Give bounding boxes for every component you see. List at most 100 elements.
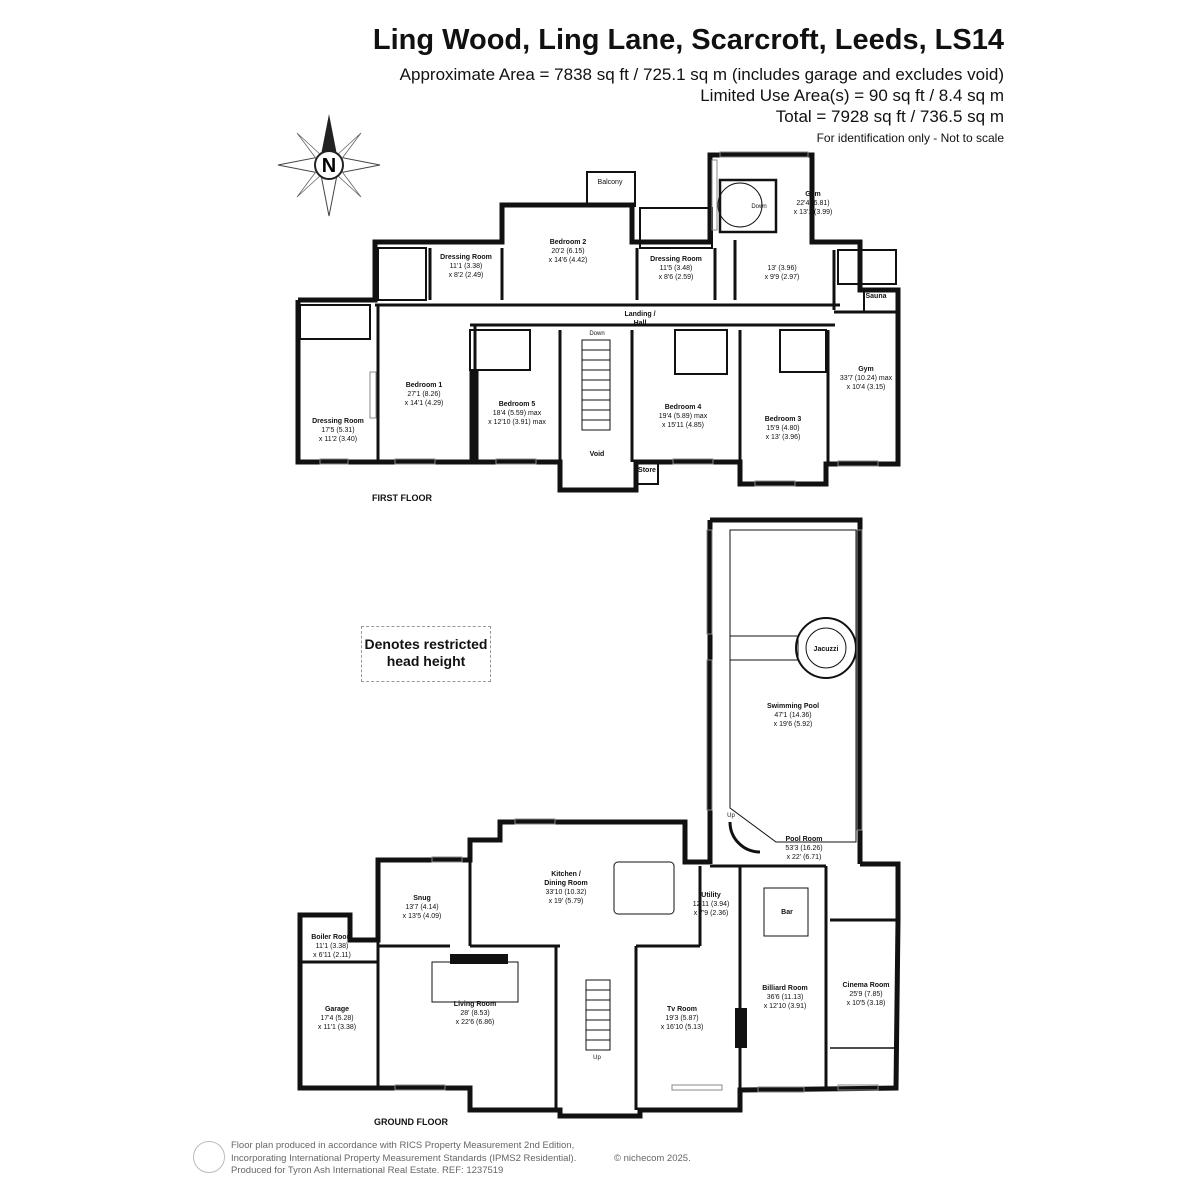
void-label: Void [590,451,605,458]
svg-text:x 6'11 (2.11): x 6'11 (2.11) [313,952,351,959]
svg-text:x 10'5 (3.18): x 10'5 (3.18) [847,1000,886,1007]
first-floor-stairs [581,178,778,431]
tv-room: Tv Room 19'3 (5.87) x 16'10 (5.13) [661,1006,704,1031]
gym-right: Gym 33'7 (10.24) max x 10'4 (3.15) [840,366,893,391]
pool-room: Pool Room 53'3 (16.26) x 22' (6.71) [785,836,822,861]
bedroom-1: Bedroom 1 27'1 (8.26) x 14'1 (4.29) [405,382,444,407]
svg-text:17'5 (5.31): 17'5 (5.31) [321,427,354,434]
footer-line-3: Produced for Tyron Ash International Rea… [231,1165,504,1176]
svg-text:Bedroom 1: Bedroom 1 [406,382,443,389]
svg-text:Bedroom 2: Bedroom 2 [550,239,587,246]
stairs-up-label: Up [593,1055,601,1061]
svg-text:Gym: Gym [858,366,874,373]
svg-text:x 11'1 (3.38): x 11'1 (3.38) [318,1024,356,1031]
svg-text:x 15'11 (4.85): x 15'11 (4.85) [662,422,704,429]
svg-text:18'4 (5.59) max: 18'4 (5.59) max [493,410,542,417]
svg-text:x 7'9 (2.36): x 7'9 (2.36) [694,910,729,917]
bedroom-3: Bedroom 3 15'9 (4.80) x 13' (3.96) [765,416,802,441]
bar-label: Bar [781,909,793,916]
landing-hall: Landing / Hall [624,311,655,327]
cinema-room: Cinema Room 25'9 (7.85) x 10'5 (3.18) [842,982,889,1007]
footer-line-2: Incorporating International Property Mea… [231,1152,577,1164]
gym-top-small: 13' (3.96) x 9'9 (2.97) [765,265,800,281]
svg-text:x 10'4 (3.15): x 10'4 (3.15) [847,384,886,391]
approximate-area: Approximate Area = 7838 sq ft / 725.1 sq… [399,65,1004,84]
svg-text:Dressing Room: Dressing Room [312,418,364,425]
svg-text:x 12'10 (3.91): x 12'10 (3.91) [764,1003,807,1010]
jacuzzi-label: Jacuzzi [814,646,839,653]
svg-text:Bedroom 4: Bedroom 4 [665,404,702,411]
spiral-down-label: Down [751,204,766,210]
ground-floor-label: GROUND FLOOR [374,1117,448,1127]
dressing-room-b: Dressing Room 11'5 (3.48) x 8'6 (2.59) [650,256,702,281]
svg-text:x 8'2 (2.49): x 8'2 (2.49) [449,272,484,279]
svg-text:22'4 (6.81): 22'4 (6.81) [796,200,829,207]
ground-floor-windows [394,529,879,1093]
compass-letter: N [322,155,336,177]
dressing-room-a: Dressing Room 11'1 (3.38) x 8'2 (2.49) [440,254,492,279]
store-label: Store [638,467,656,474]
identification-note: For identification only - Not to scale [816,131,1004,145]
svg-text:28' (8.53): 28' (8.53) [460,1010,489,1017]
limited-use-area: Limited Use Area(s) = 90 sq ft / 8.4 sq … [700,86,1004,105]
svg-text:x 13'5 (4.09): x 13'5 (4.09) [403,913,442,920]
first-floor-windows [319,151,879,487]
svg-text:x 16'10 (5.13): x 16'10 (5.13) [661,1024,704,1031]
restricted-height-legend: Denotes restricted head height [361,626,491,682]
svg-text:17'4 (5.28): 17'4 (5.28) [320,1015,353,1022]
svg-text:19'3 (5.87): 19'3 (5.87) [665,1015,698,1022]
svg-text:Cinema Room: Cinema Room [842,982,889,989]
svg-text:x 19' (5.79): x 19' (5.79) [549,898,584,905]
svg-text:Pool Room: Pool Room [786,836,823,843]
svg-text:25'9 (7.85): 25'9 (7.85) [849,991,882,998]
svg-text:x 14'1 (4.29): x 14'1 (4.29) [405,400,444,407]
svg-text:Dressing Room: Dressing Room [440,254,492,261]
svg-text:x 13'1 (3.99): x 13'1 (3.99) [794,209,833,216]
brand-credit: © nichecom 2025. [614,1153,691,1164]
svg-text:53'3 (16.26): 53'3 (16.26) [785,845,822,852]
svg-text:Gym: Gym [805,191,821,198]
svg-text:11'1 (3.38): 11'1 (3.38) [316,943,349,950]
svg-text:Swimming Pool: Swimming Pool [767,703,819,710]
svg-text:Tv Room: Tv Room [667,1006,697,1013]
utility-room: Utility 12'11 (3.94) x 7'9 (2.36) [693,892,730,917]
first-floor-label: FIRST FLOOR [372,493,432,503]
svg-text:Kitchen /: Kitchen / [551,871,581,878]
svg-text:20'2 (6.15): 20'2 (6.15) [551,248,584,255]
boiler-room: Boiler Room 11'1 (3.38) x 6'11 (2.11) [311,934,353,959]
compass-rose: N [277,114,381,217]
first-floor-plan [295,152,901,493]
svg-text:Bedroom 3: Bedroom 3 [765,416,802,423]
kitchen-dining-room: Kitchen / Dining Room 33'10 (10.32) x 19… [544,871,588,905]
swimming-pool: Swimming Pool 47'1 (14.36) x 19'6 (5.92) [767,703,819,728]
svg-text:Billiard Room: Billiard Room [762,985,808,992]
dressing-room-c: Dressing Room 17'5 (5.31) x 11'2 (3.40) [312,418,364,443]
svg-text:x 8'6 (2.59): x 8'6 (2.59) [659,274,694,281]
svg-text:x 19'6 (5.92): x 19'6 (5.92) [774,721,813,728]
snug: Snug 13'7 (4.14) x 13'5 (4.09) [403,895,442,920]
svg-text:Garage: Garage [325,1006,349,1013]
svg-text:Living Room: Living Room [454,1001,496,1008]
svg-text:Dressing Room: Dressing Room [650,256,702,263]
spiral-up-label: Up [727,813,735,819]
svg-text:x 11'2 (3.40): x 11'2 (3.40) [319,436,357,443]
svg-text:36'6 (11.13): 36'6 (11.13) [767,994,804,1001]
svg-text:19'4 (5.89) max: 19'4 (5.89) max [659,413,708,420]
bedroom-4: Bedroom 4 19'4 (5.89) max x 15'11 (4.85) [659,404,708,429]
garage: Garage 17'4 (5.28) x 11'1 (3.38) [318,1006,356,1031]
svg-text:13' (3.96): 13' (3.96) [767,265,796,272]
svg-text:Utility: Utility [701,892,721,899]
svg-text:Boiler Room: Boiler Room [311,934,353,941]
bedroom-2: Bedroom 2 20'2 (6.15) x 14'6 (4.42) [549,239,588,264]
svg-text:27'1 (8.26): 27'1 (8.26) [407,391,440,398]
gym-top: Gym 22'4 (6.81) x 13'1 (3.99) [794,191,833,216]
svg-text:Bedroom 5: Bedroom 5 [499,401,536,408]
svg-text:13'7 (4.14): 13'7 (4.14) [405,904,438,911]
svg-text:x 12'10 (3.91) max: x 12'10 (3.91) max [488,419,546,426]
svg-text:33'7 (10.24) max: 33'7 (10.24) max [840,375,893,382]
svg-text:x 13' (3.96): x 13' (3.96) [766,434,801,441]
legend-line-2: head height [386,653,466,669]
svg-text:15'9 (4.80): 15'9 (4.80) [766,425,799,432]
svg-text:x 9'9 (2.97): x 9'9 (2.97) [765,274,800,281]
